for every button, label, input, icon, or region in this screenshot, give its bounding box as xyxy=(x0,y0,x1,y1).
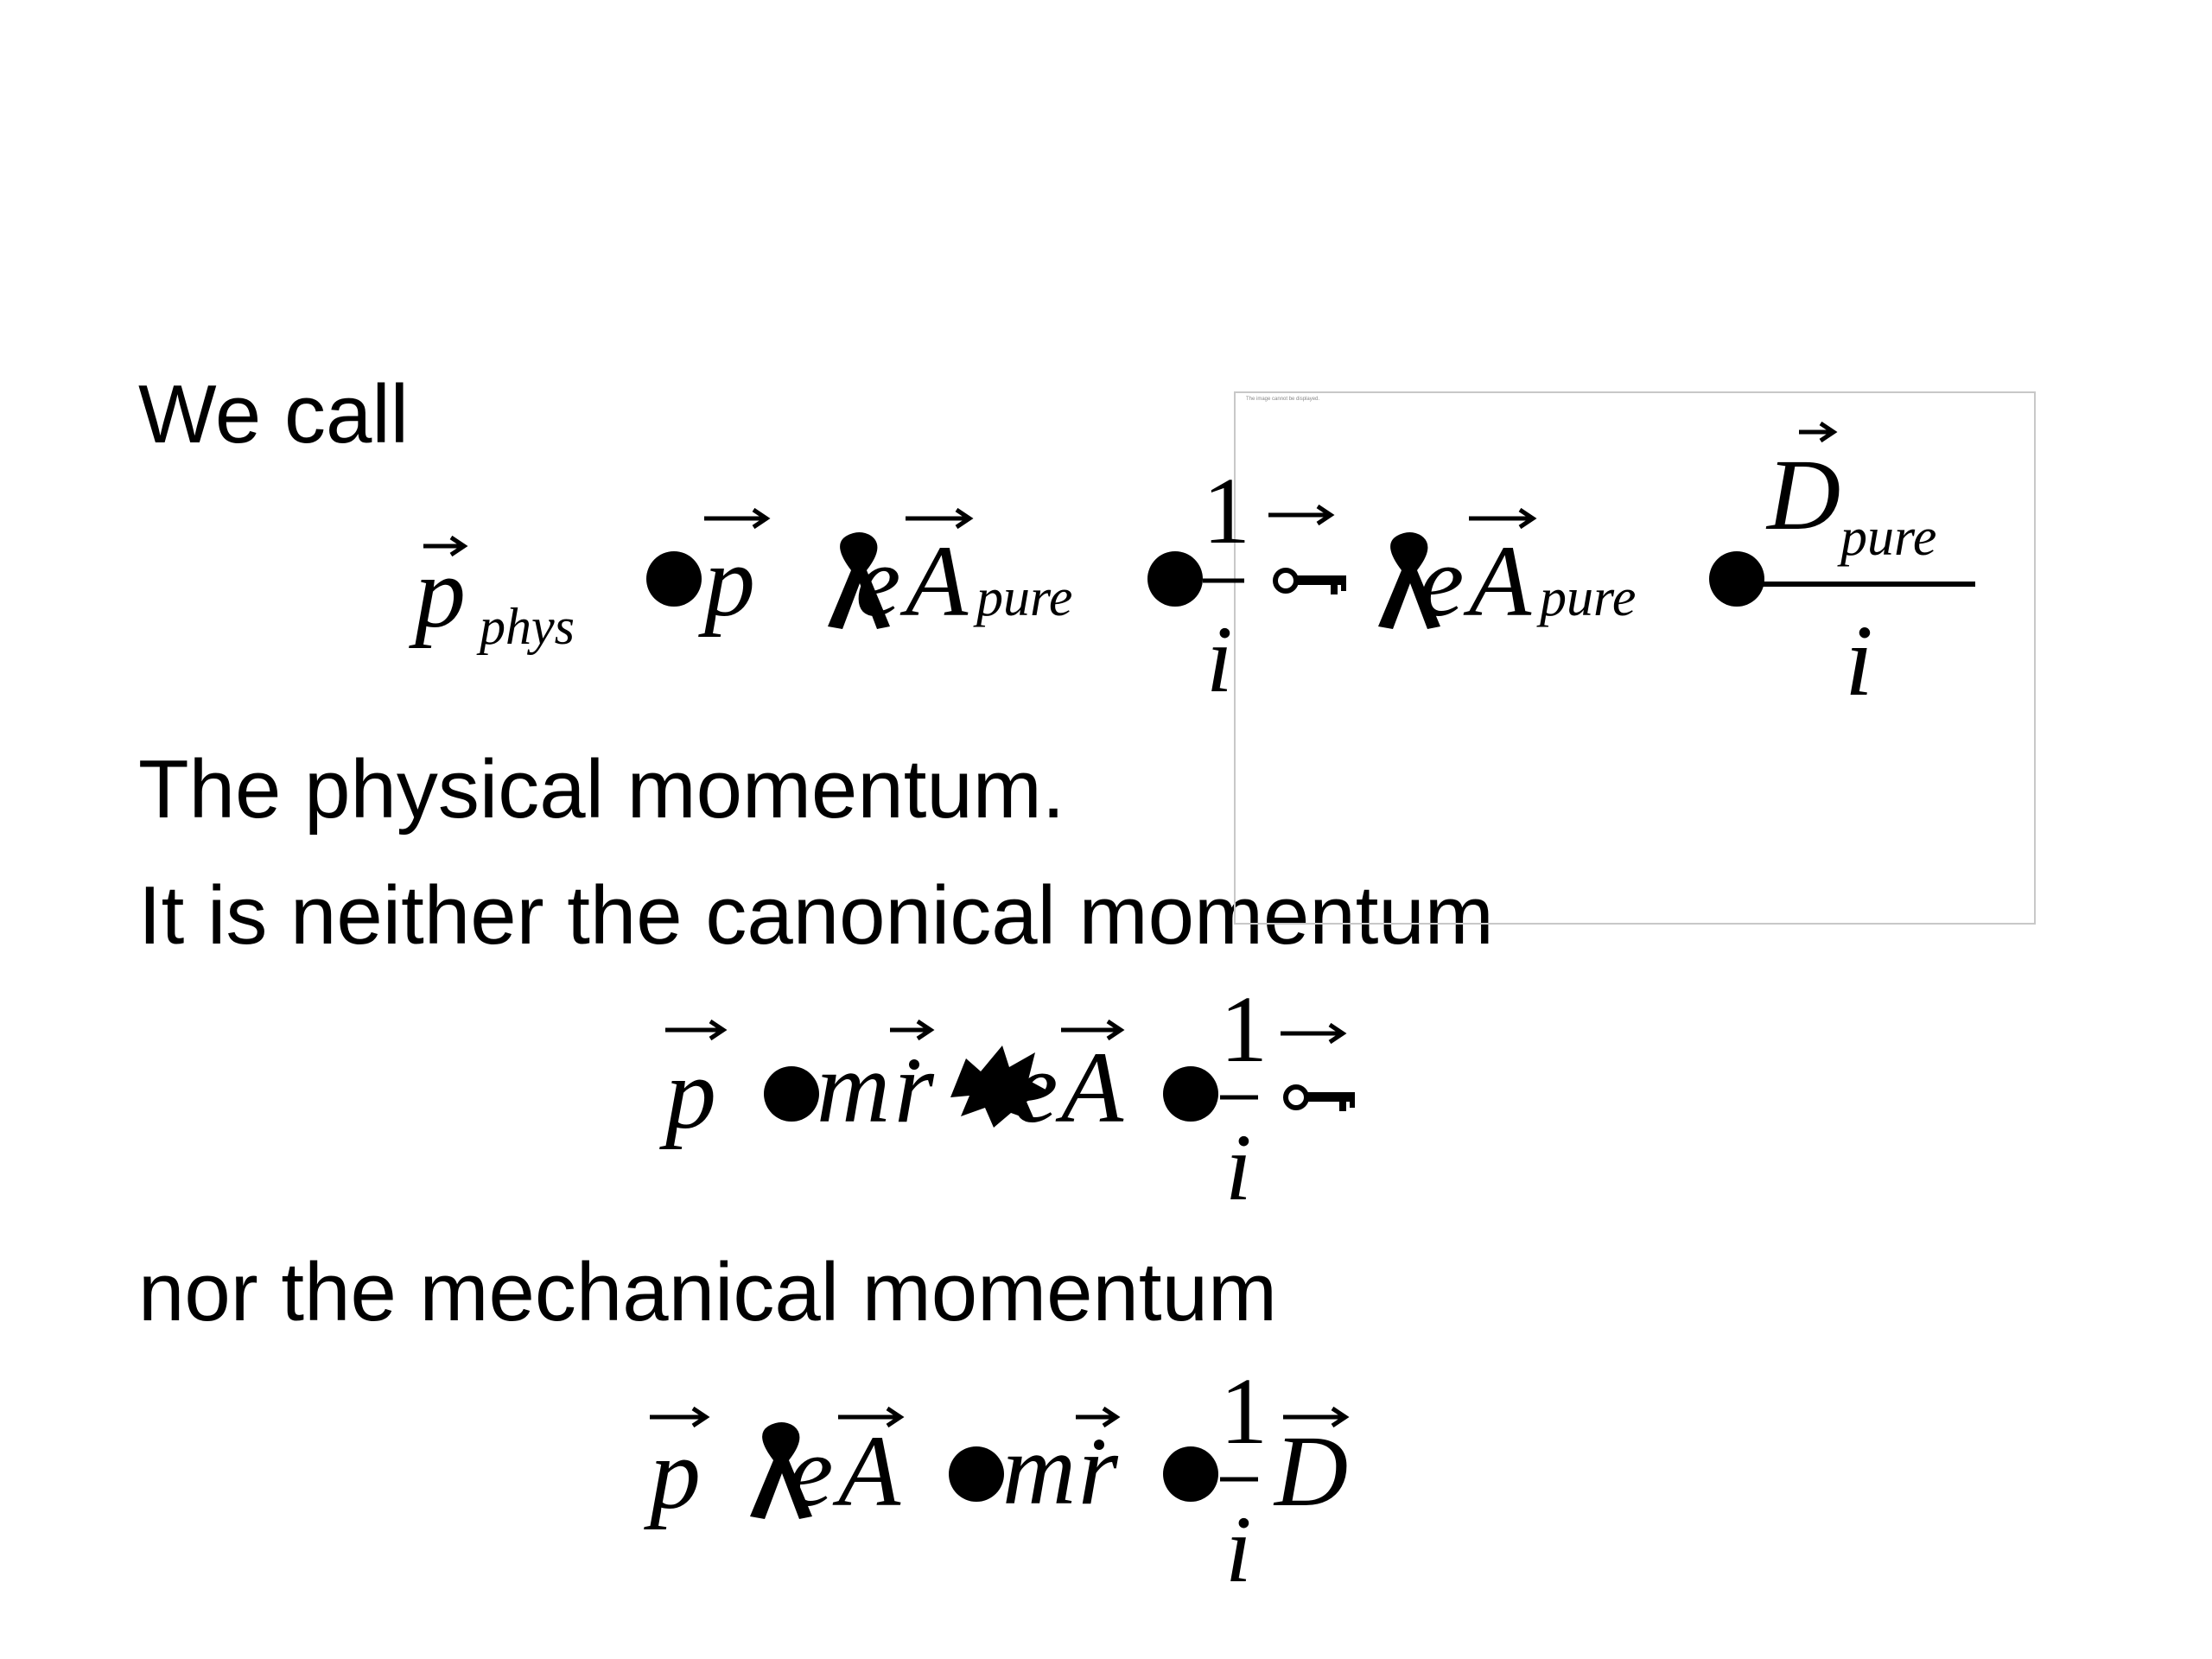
eq2-symbol-A: A xyxy=(1055,1031,1124,1144)
eq1-ribbon-icon-2 xyxy=(1378,532,1440,629)
eq3-symbol-D: D xyxy=(1273,1414,1348,1528)
eq1-symbol-p2: p xyxy=(698,524,755,638)
eq2-num-1: 1 xyxy=(1220,976,1268,1082)
eq2-symbol-m: m xyxy=(817,1031,890,1144)
eq3-ribbon-icon xyxy=(750,1422,812,1519)
broken-image-placeholder: The image cannot be displayed. xyxy=(1234,391,2036,925)
text-we-call: We call xyxy=(138,368,409,461)
text-mechanical-momentum: nor the mechanical momentum xyxy=(138,1246,1277,1338)
eq1-symbol-A2: A xyxy=(1463,524,1532,638)
eq1-vector-arrow-p xyxy=(423,535,468,557)
eq1-sub-pure2: pure xyxy=(1536,569,1636,627)
eq3-symbol-e: e xyxy=(788,1414,833,1528)
eq1-vector-arrow-p2 xyxy=(704,507,771,530)
eq1-ribbon-icon-1 xyxy=(828,532,890,629)
eq1-den-i1: i xyxy=(1206,607,1233,712)
eq2-symbol-e: e xyxy=(1013,1031,1058,1144)
eq2-key-icon xyxy=(1283,1084,1355,1111)
eq2-dot-r xyxy=(909,1059,919,1070)
eq1-bullet-3 xyxy=(1709,551,1764,607)
eq1-den-i2: i xyxy=(1845,604,1873,717)
eq1-vector-arrow-D xyxy=(1799,421,1838,443)
eq1-key-icon-1 xyxy=(1273,568,1346,594)
eq1-sub-phys: phys xyxy=(476,598,575,655)
eq3-symbol-m: m xyxy=(1002,1413,1076,1526)
eq2-bullet-1 xyxy=(764,1066,819,1122)
eq1-vector-arrow-A2 xyxy=(1469,507,1537,530)
eq2-bullet-2 xyxy=(1163,1066,1218,1122)
eq3-bullet-2 xyxy=(1163,1446,1218,1502)
eq3-vector-arrow-A xyxy=(838,1406,905,1428)
eq1-vector-arrow-A1 xyxy=(906,507,974,530)
eq3-dot-r xyxy=(1094,1440,1104,1450)
eq1-symbol-e2: e xyxy=(1419,524,1464,638)
eq1-symbol-e1: e xyxy=(855,524,900,638)
eq2-symbol-r: r xyxy=(894,1031,935,1144)
eq3-symbol-r: r xyxy=(1078,1413,1119,1526)
eq3-vector-arrow-r xyxy=(1076,1406,1121,1428)
broken-image-caption: The image cannot be displayed. xyxy=(1246,397,1320,402)
eq2-vector-arrow-r xyxy=(890,1019,935,1041)
eq2-den-i: i xyxy=(1225,1115,1252,1220)
eq2-symbol-p: p xyxy=(659,1037,716,1150)
eq2-vector-arrow-key xyxy=(1281,1022,1347,1045)
eq1-vector-arrow-key xyxy=(1268,504,1335,526)
eq1-bullet-2 xyxy=(1147,551,1203,607)
eq3-den-i: i xyxy=(1225,1497,1252,1602)
eq1-sub-pure1: pure xyxy=(973,569,1072,627)
eq3-vector-arrow-p xyxy=(650,1406,710,1428)
eq3-vector-arrow-D xyxy=(1283,1406,1350,1428)
eq3-num-1: 1 xyxy=(1220,1358,1268,1464)
eq1-symbol-A1: A xyxy=(899,524,969,638)
eq1-num-1: 1 xyxy=(1203,458,1250,563)
eq2-burst-icon xyxy=(950,1046,1047,1128)
eq1-bullet-1 xyxy=(646,551,702,607)
eq1-symbol-p: p xyxy=(409,536,466,649)
text-canonical-momentum: It is neither the canonical momentum xyxy=(138,869,1494,962)
eq1-symbol-D: D xyxy=(1765,438,1840,551)
eq2-vector-arrow-A xyxy=(1061,1019,1125,1041)
eq3-symbol-p: p xyxy=(644,1417,701,1530)
eq2-vector-arrow-p xyxy=(665,1019,728,1041)
text-physical-momentum: The physical momentum. xyxy=(138,743,1065,836)
eq3-bullet-1 xyxy=(949,1446,1004,1502)
eq3-symbol-A: A xyxy=(832,1414,901,1528)
eq1-sub-pure3: pure xyxy=(1837,508,1936,567)
